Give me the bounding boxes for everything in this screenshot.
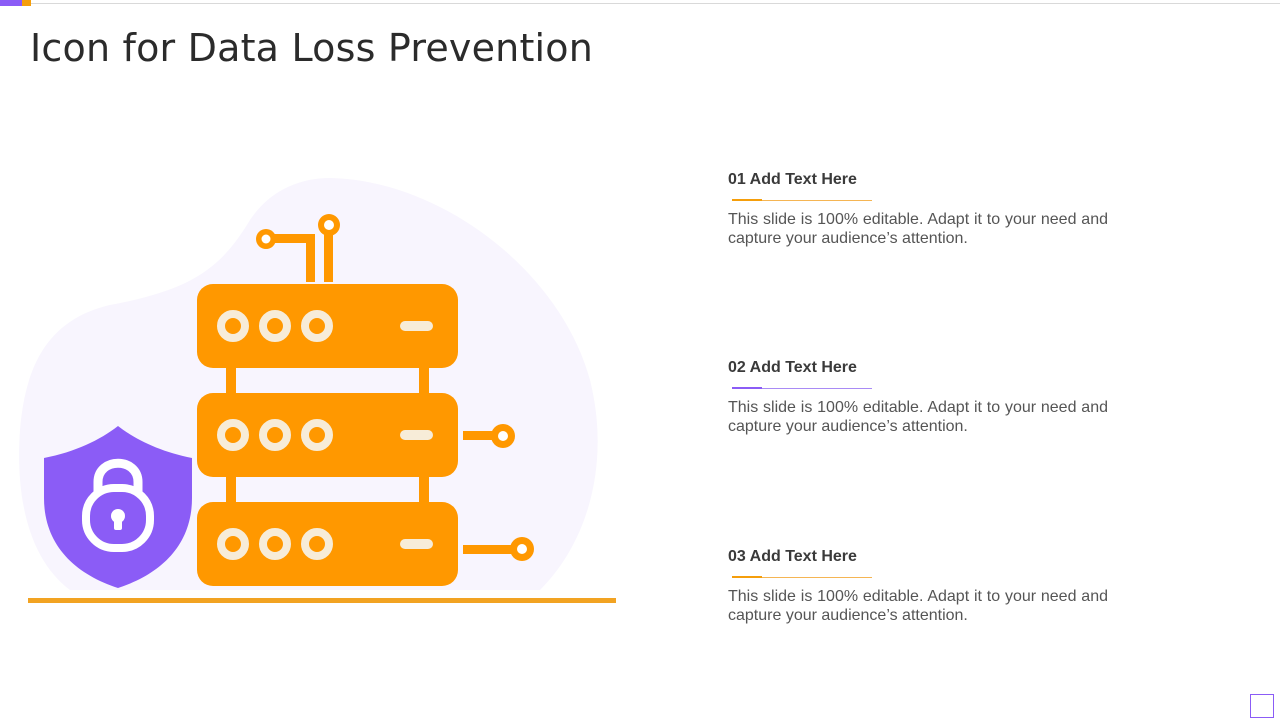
item-heading: 02 Add Text Here: [728, 359, 857, 376]
item-underline: [728, 576, 872, 578]
item-body: This slide is 100% editable. Adapt it to…: [728, 588, 1108, 624]
corner-marker: [1250, 694, 1274, 718]
item-underline: [728, 387, 872, 389]
top-accent-orange: [22, 0, 31, 6]
shield-lock-icon: [44, 426, 192, 588]
server-slots: [400, 321, 433, 549]
page-title: Icon for Data Loss Prevention: [30, 26, 594, 70]
item-body: This slide is 100% editable. Adapt it to…: [728, 211, 1108, 247]
item-heading: 03 Add Text Here: [728, 548, 857, 565]
text-item-1: 01 Add Text Here This slide is 100% edit…: [728, 170, 1128, 248]
top-divider: [0, 3, 1280, 4]
item-underline: [728, 199, 872, 201]
item-body: This slide is 100% editable. Adapt it to…: [728, 399, 1108, 435]
item-heading: 01 Add Text Here: [728, 171, 857, 188]
data-loss-prevention-illustration: [19, 178, 616, 603]
top-accent-purple: [0, 0, 22, 6]
text-item-3: 03 Add Text Here This slide is 100% edit…: [728, 547, 1128, 625]
ground-line: [28, 598, 616, 603]
text-item-2: 02 Add Text Here This slide is 100% edit…: [728, 358, 1128, 436]
server-indicators: [217, 310, 333, 560]
